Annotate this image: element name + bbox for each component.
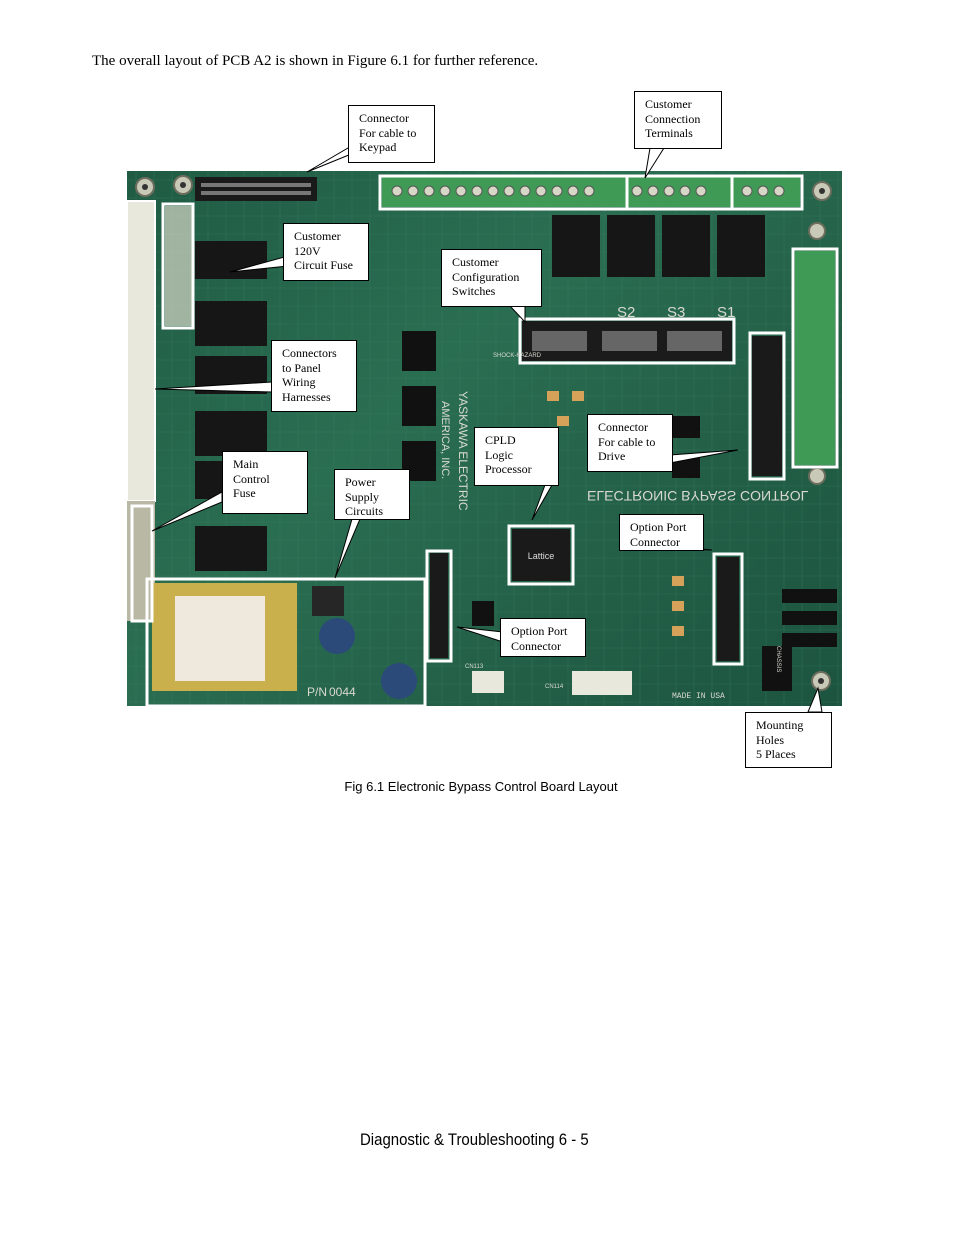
chassis-text: CHASSIS xyxy=(775,646,781,672)
page-footer: Diagnostic & Troubleshooting 6 - 5 xyxy=(360,1130,589,1149)
switch-s1-text: S1 xyxy=(717,304,735,321)
switch-s2-text: S2 xyxy=(617,304,635,321)
cn114-text: CN114 xyxy=(545,684,564,690)
pn-suffix-text: 0044 xyxy=(329,685,356,699)
figure-caption: Fig 6.1 Electronic Bypass Control Board … xyxy=(344,779,618,794)
cn113-text: CN113 xyxy=(465,664,484,670)
pn-text: P/N xyxy=(307,685,327,699)
shock-hazard-text: SHOCK-HAZARD xyxy=(493,353,542,359)
board-title-text: ELECTRONIC BYPASS CONTROL xyxy=(587,488,809,504)
chip-label: Lattice xyxy=(528,551,555,561)
made-in-text: MADE IN USA xyxy=(672,692,725,701)
switch-s3-text: S3 xyxy=(667,304,685,321)
intro-paragraph: The overall layout of PCB A2 is shown in… xyxy=(92,53,539,69)
board-brand2-text: AMERICA, INC. xyxy=(439,401,451,479)
mounting-holes-graphic xyxy=(135,175,832,691)
board-brand-text: YASKAWA ELECTRIC xyxy=(456,391,470,511)
